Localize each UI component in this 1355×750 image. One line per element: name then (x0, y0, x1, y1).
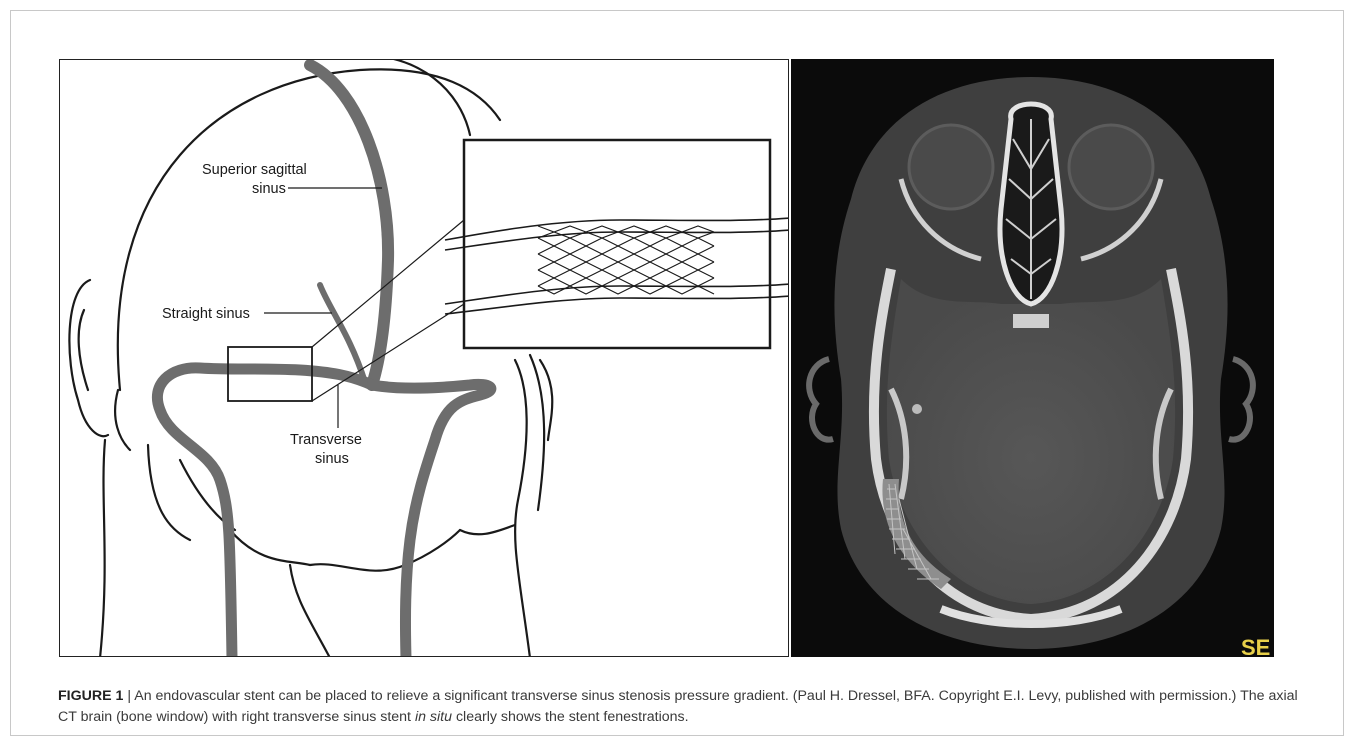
venous-sinuses (157, 65, 491, 657)
ct-scan-image: SE (791, 59, 1274, 657)
caption-italic: in situ (415, 709, 452, 725)
illustration-labels: Superior sagittal sinus Straight sinus T… (162, 162, 382, 467)
ct-corner-text: SE (1241, 635, 1270, 657)
figure-caption: FIGURE 1 | An endovascular stent can be … (58, 686, 1298, 728)
label-transverse-2: sinus (315, 451, 349, 467)
label-transverse-1: Transverse (290, 432, 362, 448)
caption-text-2: clearly shows the stent fenestrations. (452, 709, 689, 725)
caption-separator: | (123, 688, 134, 704)
label-straight-sinus: Straight sinus (162, 306, 250, 322)
sinus-illustration: Superior sagittal sinus Straight sinus T… (59, 59, 789, 657)
ct-scan-svg: SE (791, 59, 1274, 657)
label-superior-sagittal-1: Superior sagittal (202, 162, 307, 178)
figure-label: FIGURE 1 (58, 688, 123, 704)
label-superior-sagittal-2: sinus (252, 181, 286, 197)
sinus-illustration-svg: Superior sagittal sinus Straight sinus T… (60, 60, 789, 657)
